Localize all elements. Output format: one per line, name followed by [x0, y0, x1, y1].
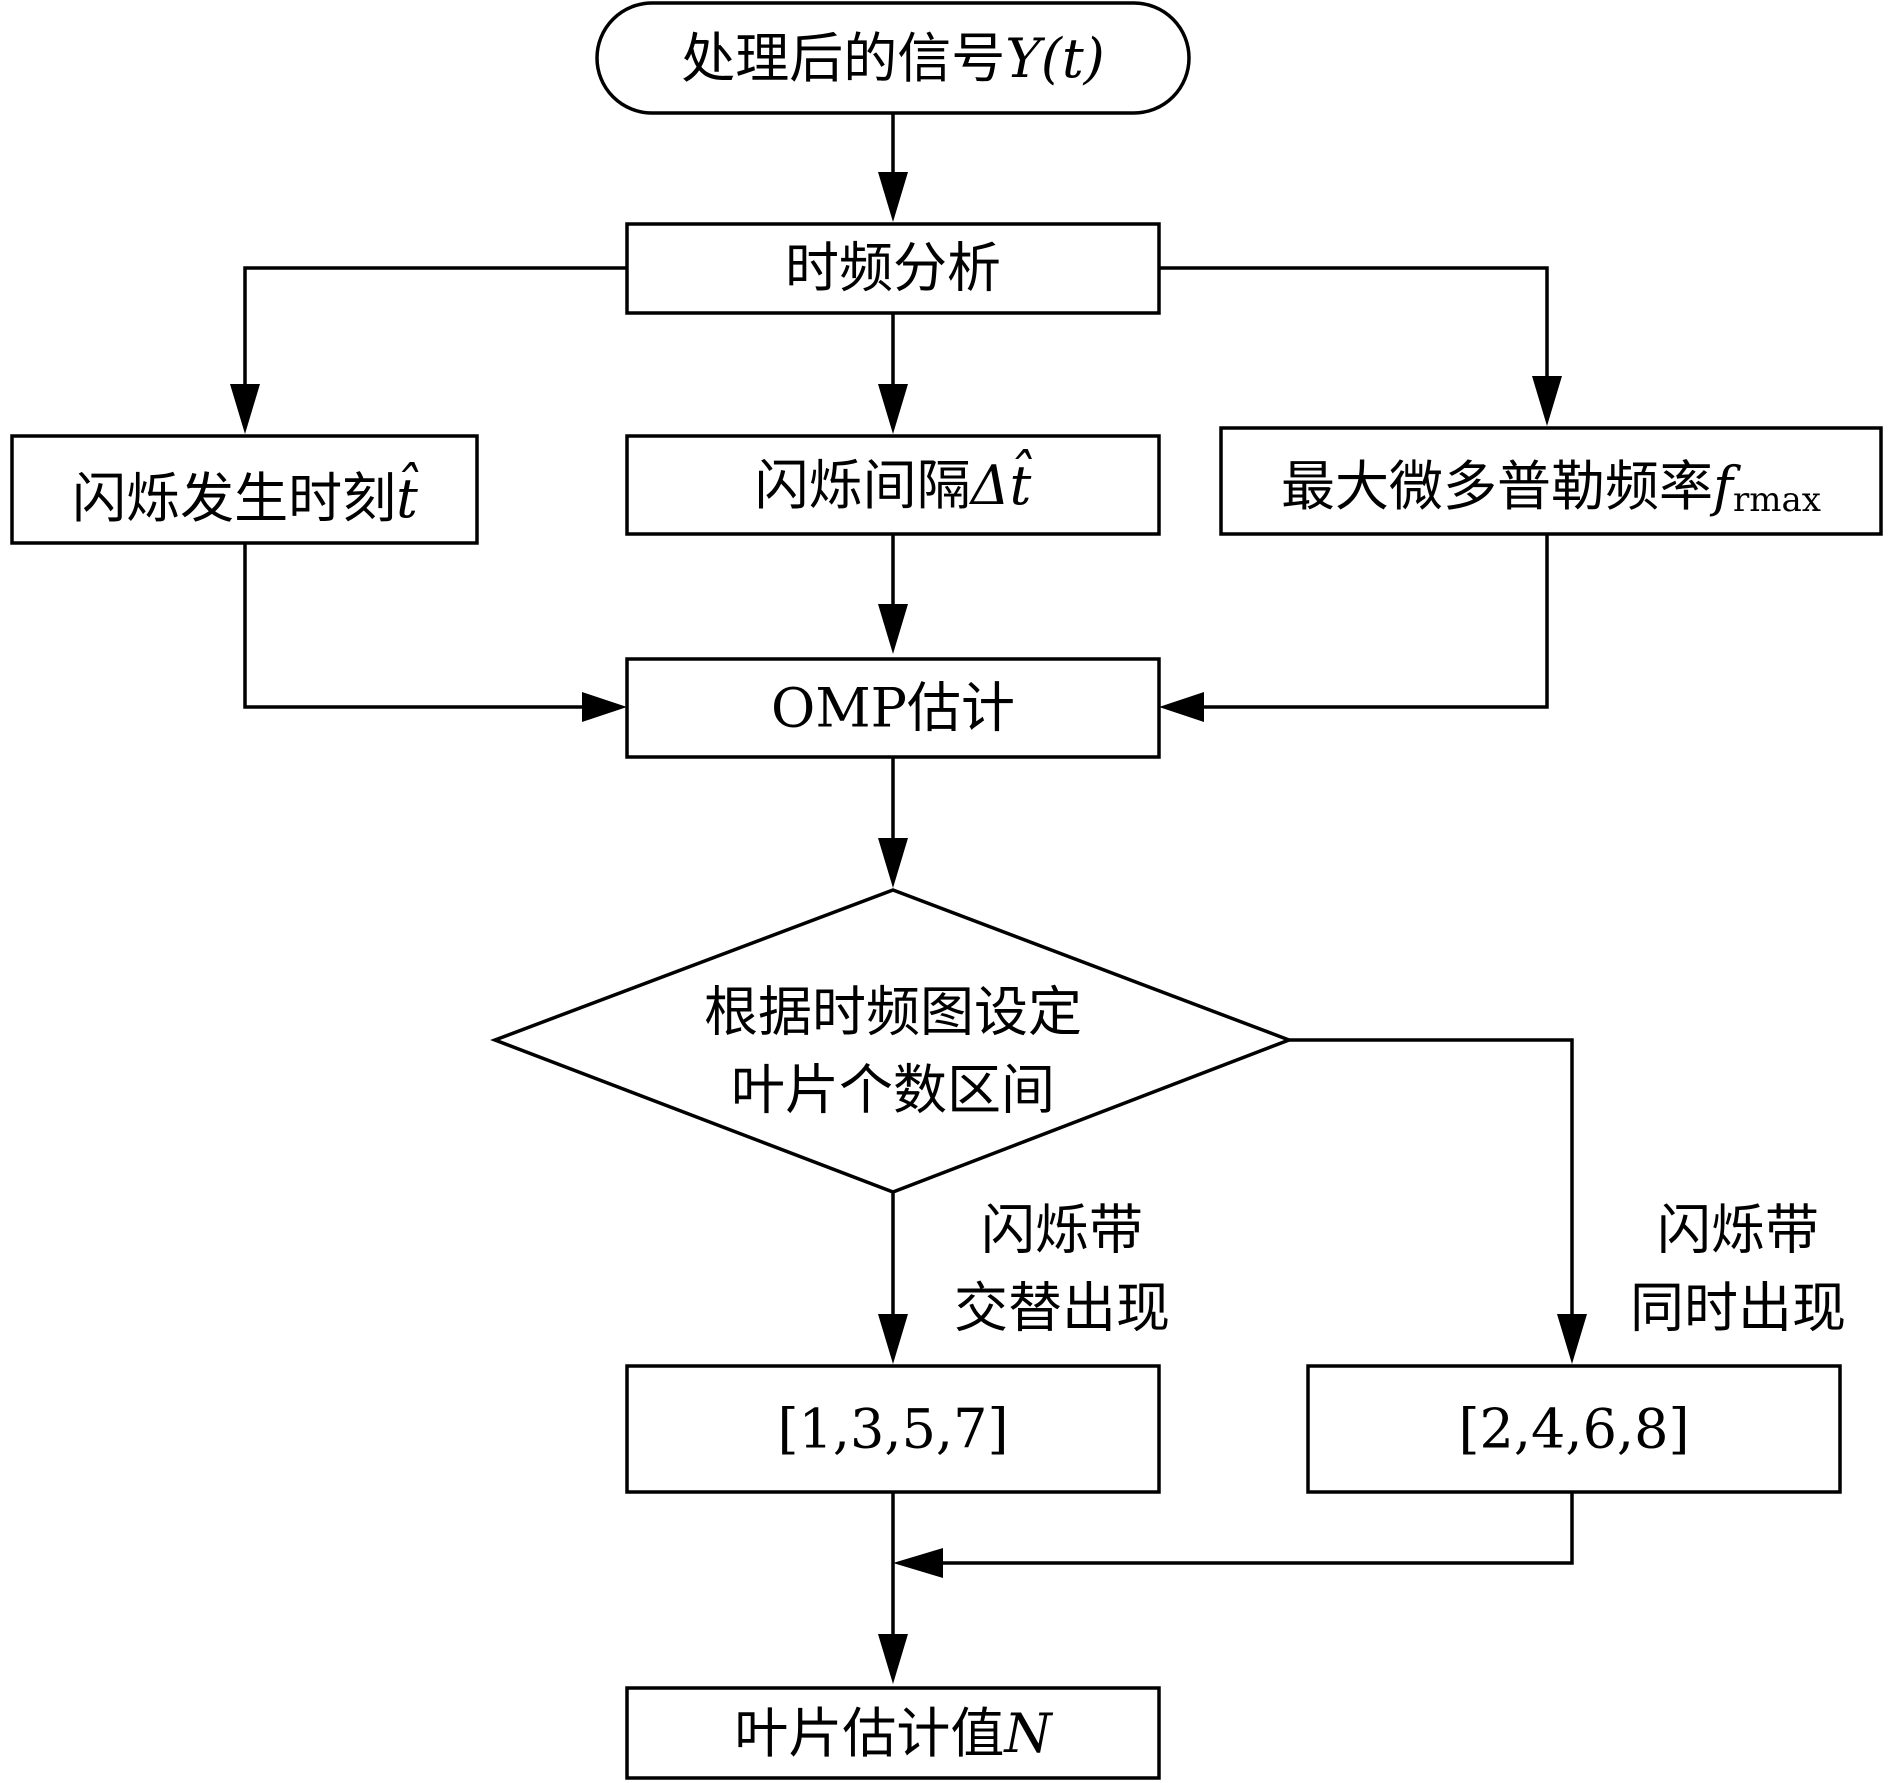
flash-interval-text: 闪烁间隔Δt̂ — [755, 448, 1032, 517]
time-frequency-label: 时频分析 — [785, 237, 1001, 300]
decision-line-2: 叶片个数区间 — [731, 1059, 1055, 1122]
arrowhead — [878, 1314, 908, 1364]
start-text: 处理后的信号Y(t) — [681, 27, 1104, 90]
arrowhead — [893, 1548, 943, 1578]
result-node: 叶片估计值N — [625, 1686, 1161, 1780]
start-terminal — [595, 1, 1191, 115]
odd-set-node: [1,3,5,7] — [625, 1364, 1161, 1494]
arrowhead — [878, 384, 908, 434]
edge-tf-to-flash-time — [243, 266, 627, 392]
arrowhead — [878, 172, 908, 222]
time-frequency-box — [625, 222, 1161, 315]
alternate-label-line-2: 交替出现 — [954, 1277, 1170, 1340]
omp-box — [625, 657, 1161, 759]
even-set-label: [2,4,6,8] — [1458, 1398, 1689, 1461]
flash-interval-box — [625, 434, 1161, 536]
flash-time-text: 闪烁发生时刻t̂ — [72, 461, 418, 530]
decision-node: 根据时频图设定 叶片个数区间 — [490, 888, 1294, 1194]
arrowhead — [1159, 692, 1204, 722]
edge-flash-time-to-omp — [243, 543, 590, 709]
time-frequency-node: 时频分析 — [625, 222, 1161, 315]
arrowhead — [878, 604, 908, 654]
edge-tf-to-max-doppler — [1159, 266, 1549, 384]
arrowhead — [878, 1634, 908, 1684]
result-text: 叶片估计值N — [734, 1702, 1053, 1765]
result-box — [625, 1686, 1161, 1780]
edge-max-doppler-to-omp — [1196, 534, 1549, 709]
even-set-node: [2,4,6,8] — [1306, 1364, 1842, 1494]
arrowhead — [1557, 1314, 1587, 1364]
arrowhead — [878, 838, 908, 888]
omp-label: OMP估计 — [771, 677, 1015, 740]
alternate-label-line-1: 闪烁带 — [981, 1199, 1143, 1262]
arrowhead — [582, 692, 627, 722]
simultaneous-label-line-1: 闪烁带 — [1657, 1199, 1819, 1262]
edge-even-set-to-merge — [935, 1492, 1574, 1565]
edge-decision-to-even-set — [1289, 1038, 1574, 1322]
odd-set-box — [625, 1364, 1161, 1494]
max-doppler-box — [1219, 426, 1883, 536]
start-node: 处理后的信号Y(t) — [595, 1, 1191, 115]
flash-time-box — [10, 434, 479, 545]
flash-interval-node: 闪烁间隔Δt̂ — [625, 434, 1161, 536]
flash-time-node: 闪烁发生时刻t̂ — [10, 434, 479, 545]
omp-node: OMP估计 — [625, 657, 1161, 759]
arrowhead — [1532, 376, 1562, 426]
max-doppler-node: 最大微多普勒频率frmax — [1219, 426, 1883, 536]
even-set-box — [1306, 1364, 1842, 1494]
alternate-edge-label: 闪烁带 交替出现 — [954, 1199, 1170, 1340]
decision-diamond — [490, 888, 1294, 1194]
max-doppler-text: 最大微多普勒频率frmax — [1281, 455, 1821, 521]
odd-set-label: [1,3,5,7] — [777, 1398, 1008, 1461]
simultaneous-label-line-2: 同时出现 — [1630, 1277, 1846, 1340]
decision-line-1: 根据时频图设定 — [704, 981, 1082, 1044]
arrowhead — [230, 384, 260, 434]
simultaneous-edge-label: 闪烁带 同时出现 — [1630, 1199, 1846, 1340]
connectors — [230, 113, 1587, 1684]
